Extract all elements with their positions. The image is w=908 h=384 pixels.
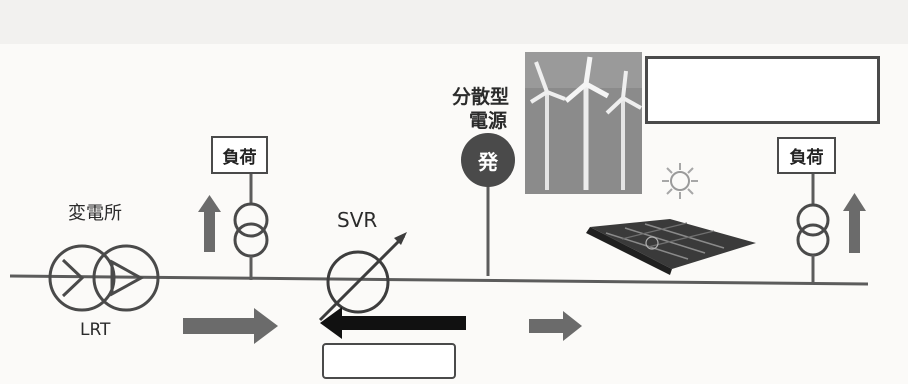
bottom-center-overlay-box [322, 343, 456, 379]
lrt-label: LRT [80, 320, 111, 340]
right-load-box: 負荷 [777, 137, 836, 174]
left-load-transformer-icon [233, 174, 269, 280]
right-load-flow-arrow [843, 193, 866, 253]
right-load-transformer-icon [796, 174, 830, 283]
left-load-flow-arrow [198, 195, 221, 252]
forward-flow-arrow-right [529, 311, 582, 341]
distribution-line [9, 274, 869, 286]
reverse-flow-arrow [320, 307, 466, 339]
substation-label: 変電所 [68, 203, 122, 224]
distributed-source-label-line-1: 分散型 [452, 86, 510, 108]
wind-turbine-icon [525, 52, 642, 194]
lrt-icon [48, 244, 160, 312]
generator-connection [461, 133, 515, 276]
solar-panel-icon [586, 219, 756, 275]
svr-icon [318, 232, 407, 322]
left-load-box: 負荷 [211, 136, 268, 174]
svr-label: SVR [337, 208, 378, 232]
background-top-band [0, 0, 908, 44]
generator-symbol-label: 発 [478, 149, 498, 174]
top-right-overlay-box [645, 56, 880, 124]
distributed-source-label-line-2: 電源 [469, 110, 508, 132]
sun-icon [662, 163, 698, 199]
forward-flow-arrow-left [183, 308, 278, 344]
